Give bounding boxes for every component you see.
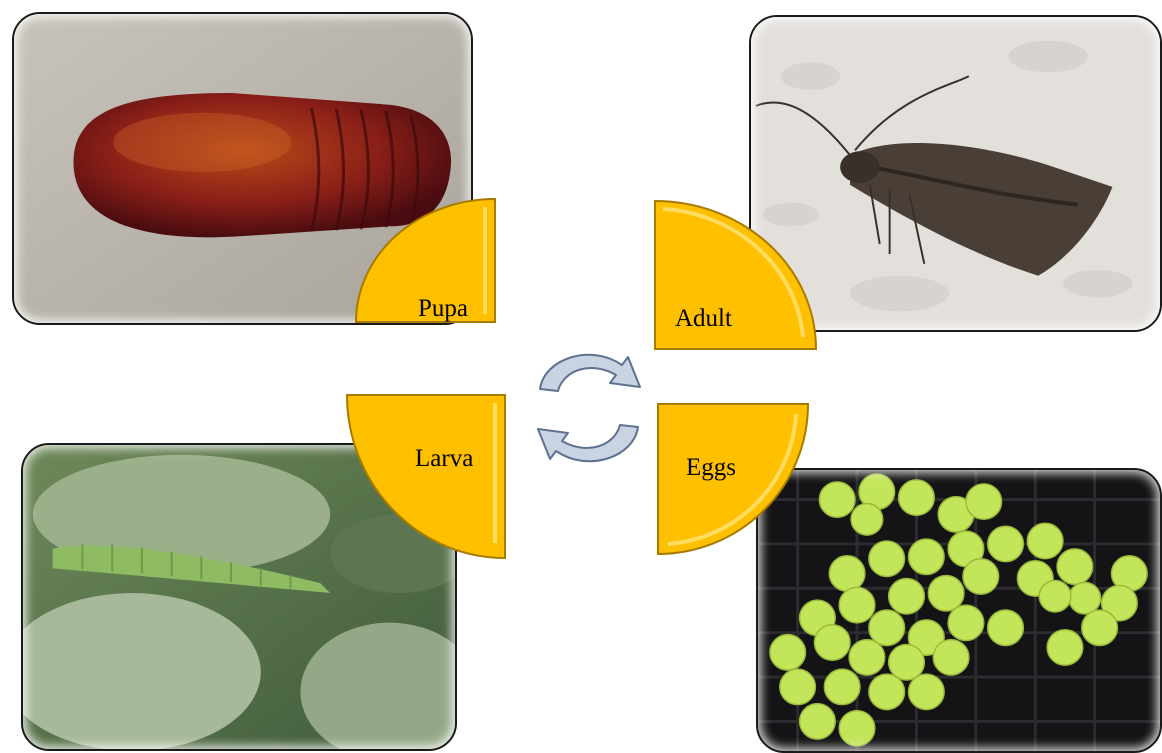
eggs-stage-shape: Eggs (656, 402, 816, 562)
circular-arrows-icon (530, 343, 650, 473)
adult-stage-shape: Adult (653, 197, 813, 357)
eggs-label: Eggs (686, 454, 736, 482)
adult-label: Adult (675, 305, 732, 333)
larva-label: Larva (415, 445, 473, 473)
pupa-stage-shape: Pupa (350, 197, 510, 357)
larva-stage-shape: Larva (345, 393, 505, 553)
pupa-label: Pupa (418, 295, 468, 323)
eggs-photo (756, 468, 1162, 753)
